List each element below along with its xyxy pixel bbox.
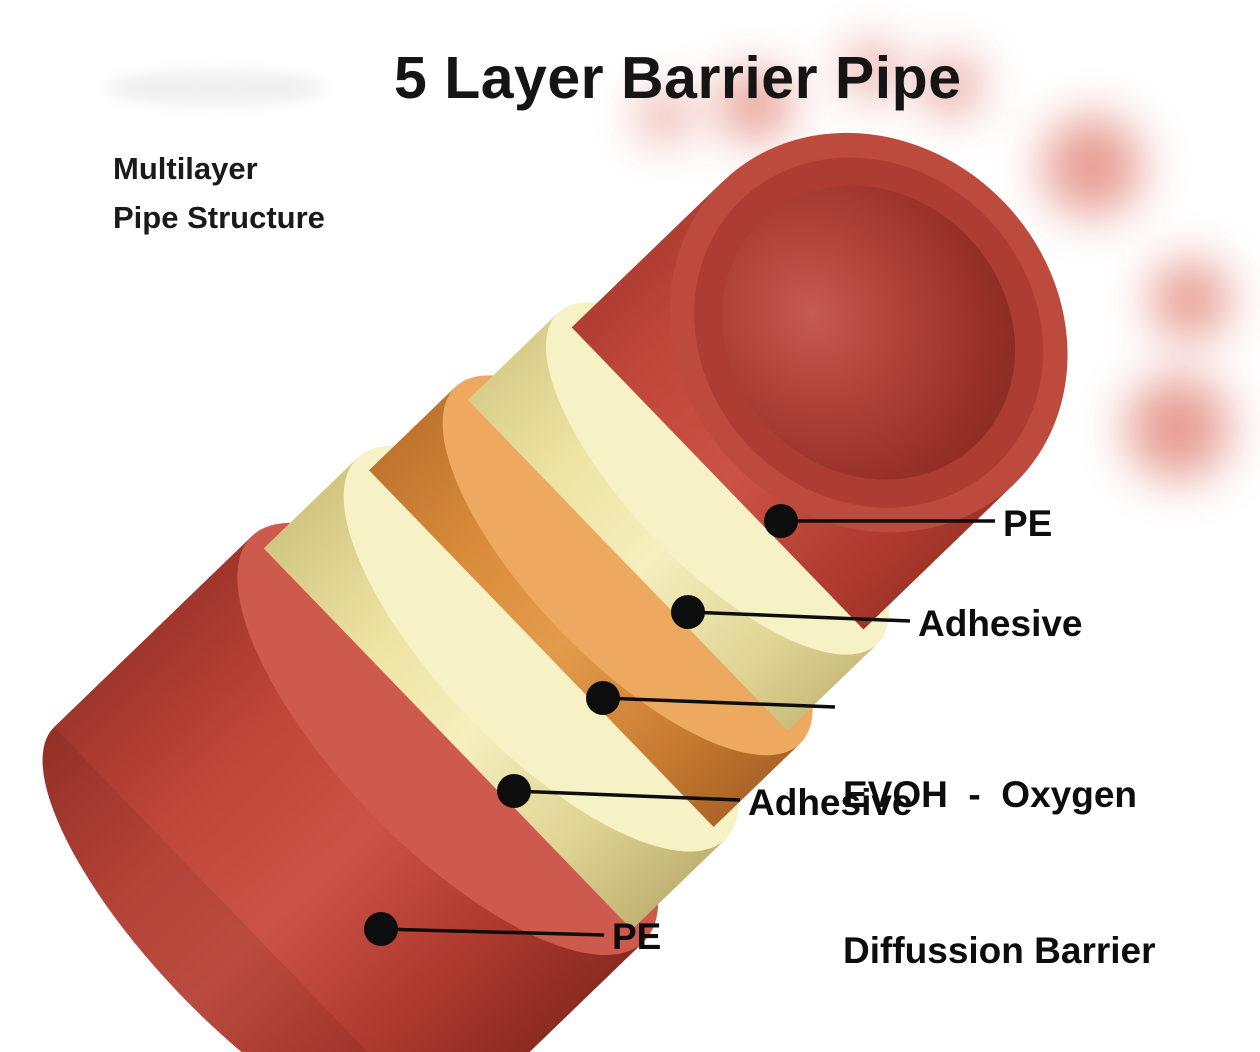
subtitle: Multilayer Pipe Structure [113,144,325,242]
glow-blob [640,92,688,140]
glow-blob [924,58,980,114]
callout-label-adhesive-top: Adhesive [918,603,1083,644]
glow-blob [1150,260,1230,340]
callout-label-evoh-line-1: EVOH - Oxygen [843,774,1138,815]
glow-blob [846,44,898,96]
leader-line-pe-bottom [380,927,605,937]
callout-dot-pe-top [764,504,798,538]
callout-dot-pe-bottom [364,912,398,946]
glow-blob [1042,116,1142,216]
page-title: 5 Layer Barrier Pipe [394,45,962,111]
pipe-3d [42,132,1068,1052]
smudge-shape [105,70,325,106]
callout-dot-evoh [586,681,620,715]
subtitle-line-2: Pipe Structure [113,200,325,235]
pipe-body-segment [54,536,644,1052]
pipe-mouth [669,132,1068,533]
callout-dot-adhesive-bottom [497,774,531,808]
callout-dot-adhesive-top [671,595,705,629]
callout-label-evoh-line-2: Diffussion Barrier [843,930,1156,971]
glow-blob [719,69,791,141]
callout-label-pe-top: PE [1003,503,1053,544]
leader-line-adhesive-top [687,610,911,623]
callout-leaders [364,504,995,946]
callout-label-pe-bottom: PE [612,916,662,957]
glow-blob [1126,376,1230,480]
leader-line-adhesive-bottom [513,789,741,802]
callout-label-adhesive-bottom: Adhesive [748,782,913,823]
erased-watermark-smudge [105,70,325,106]
leader-line-evoh [602,696,836,709]
callout-label-evoh: EVOH - Oxygen Diffussion Barrier [843,665,1156,1052]
mouth-opening [722,185,1016,480]
subtitle-line-1: Multilayer [113,151,258,186]
glow-haze [640,44,1230,480]
